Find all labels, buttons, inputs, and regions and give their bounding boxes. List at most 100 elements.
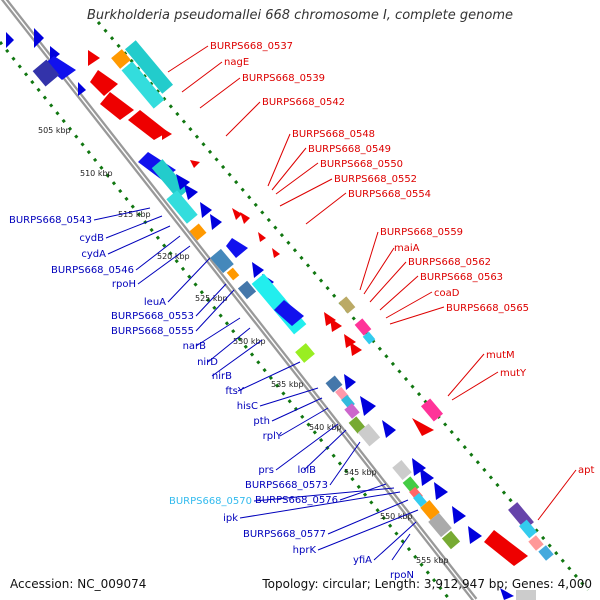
scale-label: 515 kbp (118, 210, 151, 219)
forward-gene-arrow (128, 110, 168, 140)
forward-gene-arrow (258, 232, 266, 242)
gene-label[interactable]: BURPS668_0555 (111, 326, 194, 337)
gene-label[interactable]: BURPS668_0576 (255, 495, 338, 506)
gene-label[interactable]: hprK (293, 545, 317, 556)
gene-label[interactable]: leuA (144, 297, 166, 308)
reverse-gene-arrow (360, 396, 376, 416)
gene-label[interactable]: nirB (212, 371, 232, 382)
scale-labels: 505 kbp 510 kbp 515 kbp 520 kbp 525 kbp … (38, 126, 449, 565)
gene-label[interactable]: hisC (237, 401, 258, 412)
gene-box (516, 590, 536, 600)
gene-label[interactable]: maiA (394, 243, 420, 254)
gene-label[interactable]: rplY (263, 431, 283, 442)
reverse-gene-labels: BURPS668_0543 cydB cydA BURPS668_0546 rp… (9, 215, 414, 581)
gene-label[interactable]: BURPS668_0573 (245, 480, 328, 491)
reverse-gene-arrow (226, 238, 248, 258)
gene-box (538, 545, 554, 561)
gene-box (210, 248, 234, 274)
scale-label: 505 kbp (38, 126, 71, 135)
gene-label[interactable]: narB (183, 341, 207, 352)
gene-box (354, 318, 372, 336)
gene-label[interactable]: BURPS668_0553 (111, 311, 194, 322)
gene-label[interactable]: BURPS668_0559 (380, 227, 463, 238)
scale-label: 535 kbp (271, 380, 304, 389)
reverse-gene-arrow (210, 214, 222, 230)
gene-box (357, 423, 381, 447)
gene-label[interactable]: BURPS668_0539 (242, 73, 325, 84)
reverse-gene-arrow (200, 202, 212, 218)
scale-label: 545 kbp (344, 468, 377, 477)
forward-gene-arrow (484, 530, 528, 566)
gene-label[interactable]: pth (253, 416, 270, 427)
reverse-gene-arrow (6, 32, 14, 48)
forward-gene-arrow (190, 160, 200, 168)
gene-box (413, 492, 427, 508)
genome-summary: Topology: circular; Length: 3,912,947 bp… (262, 577, 592, 591)
gene-label[interactable]: BURPS668_0570 (169, 496, 252, 507)
gene-label[interactable]: coaD (434, 288, 460, 299)
gene-box (325, 375, 343, 393)
gene-label[interactable]: BURPS668_0542 (262, 97, 345, 108)
gene-label[interactable]: prs (258, 465, 274, 476)
gene-label[interactable]: mutY (500, 368, 527, 379)
reverse-gene-arrow (252, 262, 264, 278)
forward-gene-arrow (350, 342, 362, 356)
reverse-leader-lines (93, 207, 419, 561)
gene-box (519, 519, 537, 539)
reverse-gene-arrow (434, 482, 448, 500)
scale-label: 510 kbp (80, 169, 113, 178)
gene-label[interactable]: BURPS668_0550 (320, 159, 403, 170)
gene-box (420, 398, 444, 422)
gene-box (344, 403, 360, 419)
gene-label[interactable]: BURPS668_0537 (210, 41, 293, 52)
gene-label[interactable]: cydA (81, 249, 106, 260)
reverse-gene-arrow (500, 588, 514, 600)
gene-label[interactable]: BURPS668_0543 (9, 215, 92, 226)
reverse-gene-arrow (274, 300, 304, 326)
gene-label[interactable]: nagE (224, 57, 249, 68)
gene-label[interactable]: BURPS668_0563 (420, 272, 503, 283)
gene-box (338, 296, 356, 314)
forward-leader-lines (167, 45, 577, 521)
gene-label[interactable]: BURPS668_0577 (243, 529, 326, 540)
gene-label[interactable]: ipk (223, 513, 238, 524)
reverse-gene-arrow (78, 82, 86, 96)
map-title: Burkholderia pseudomallei 668 chromosome… (86, 8, 514, 23)
reverse-gene-arrow (184, 184, 198, 200)
reverse-gene-arrow (420, 468, 434, 486)
reverse-gene-arrow (176, 174, 190, 190)
reverse-gene-arrow (412, 458, 426, 476)
gene-label[interactable]: BURPS668_0565 (446, 303, 529, 314)
gene-label[interactable]: BURPS668_0562 (408, 257, 491, 268)
gene-label[interactable]: rpoH (112, 279, 136, 290)
gene-label[interactable]: BURPS668_0549 (308, 144, 391, 155)
gene-label[interactable]: mutM (486, 350, 515, 361)
gene-label[interactable]: BURPS668_0546 (51, 265, 134, 276)
forward-features (88, 40, 554, 566)
gene-label[interactable]: yfiA (353, 555, 372, 566)
gene-label[interactable]: BURPS668_0548 (292, 129, 375, 140)
backbone (0, 0, 478, 600)
reverse-gene-arrow (44, 56, 76, 80)
gene-label[interactable]: nirD (197, 357, 218, 368)
gene-label[interactable]: apt (578, 465, 594, 476)
forward-gene-arrow (344, 334, 356, 348)
scale-label: 520 kbp (157, 252, 190, 261)
gene-label[interactable]: ftsY (225, 386, 244, 397)
scale-label: 540 kbp (309, 423, 342, 432)
forward-gene-arrow (240, 212, 250, 224)
forward-gene-arrow (88, 50, 100, 66)
reverse-gene-arrow (344, 374, 356, 390)
gene-label[interactable]: BURPS668_0552 (334, 174, 417, 185)
forward-gene-arrow (412, 418, 434, 436)
gene-label[interactable]: BURPS668_0554 (348, 189, 431, 200)
forward-gene-arrow (324, 312, 336, 326)
gene-box (189, 223, 207, 241)
gene-label[interactable]: rpoN (390, 570, 414, 581)
forward-gene-arrow (90, 70, 118, 96)
gene-label[interactable]: cydB (79, 233, 104, 244)
gene-box (124, 40, 174, 94)
gene-label[interactable]: lolB (297, 465, 316, 476)
